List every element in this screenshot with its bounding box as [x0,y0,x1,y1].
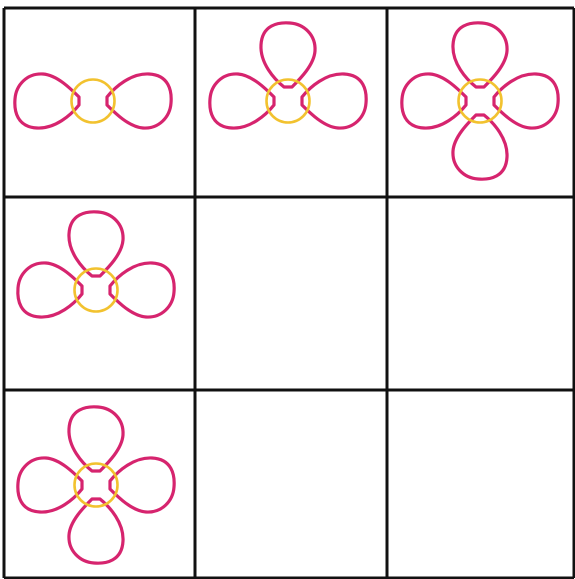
puzzle-grid [0,0,575,579]
